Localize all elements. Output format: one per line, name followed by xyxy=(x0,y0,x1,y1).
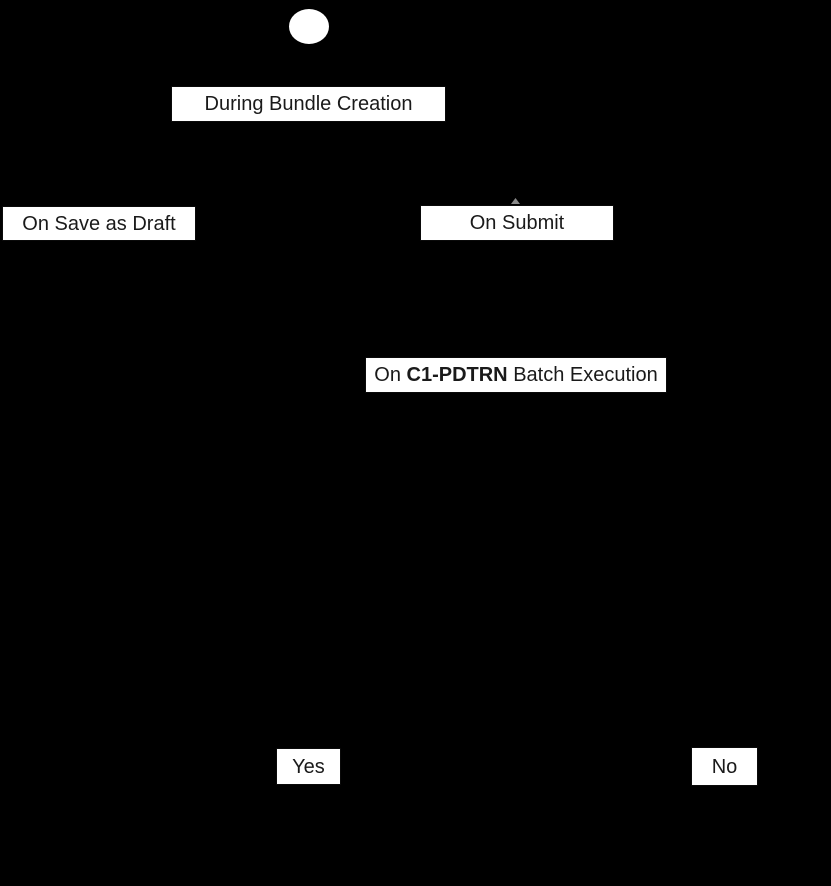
start-node-icon xyxy=(289,9,329,44)
arrowhead-tip-icon xyxy=(511,198,520,204)
label-on-batch-execution: On C1-PDTRN Batch Execution xyxy=(365,357,667,393)
batch-code-text: C1-PDTRN xyxy=(406,364,508,386)
label-on-submit: On Submit xyxy=(420,205,614,241)
label-during-bundle-creation: During Bundle Creation xyxy=(171,86,446,122)
batch-label-suffix: Batch Execution xyxy=(507,364,658,386)
label-on-save-as-draft: On Save as Draft xyxy=(2,206,196,241)
label-yes: Yes xyxy=(276,748,341,785)
batch-label-prefix: On xyxy=(374,364,407,386)
label-no: No xyxy=(691,747,758,786)
